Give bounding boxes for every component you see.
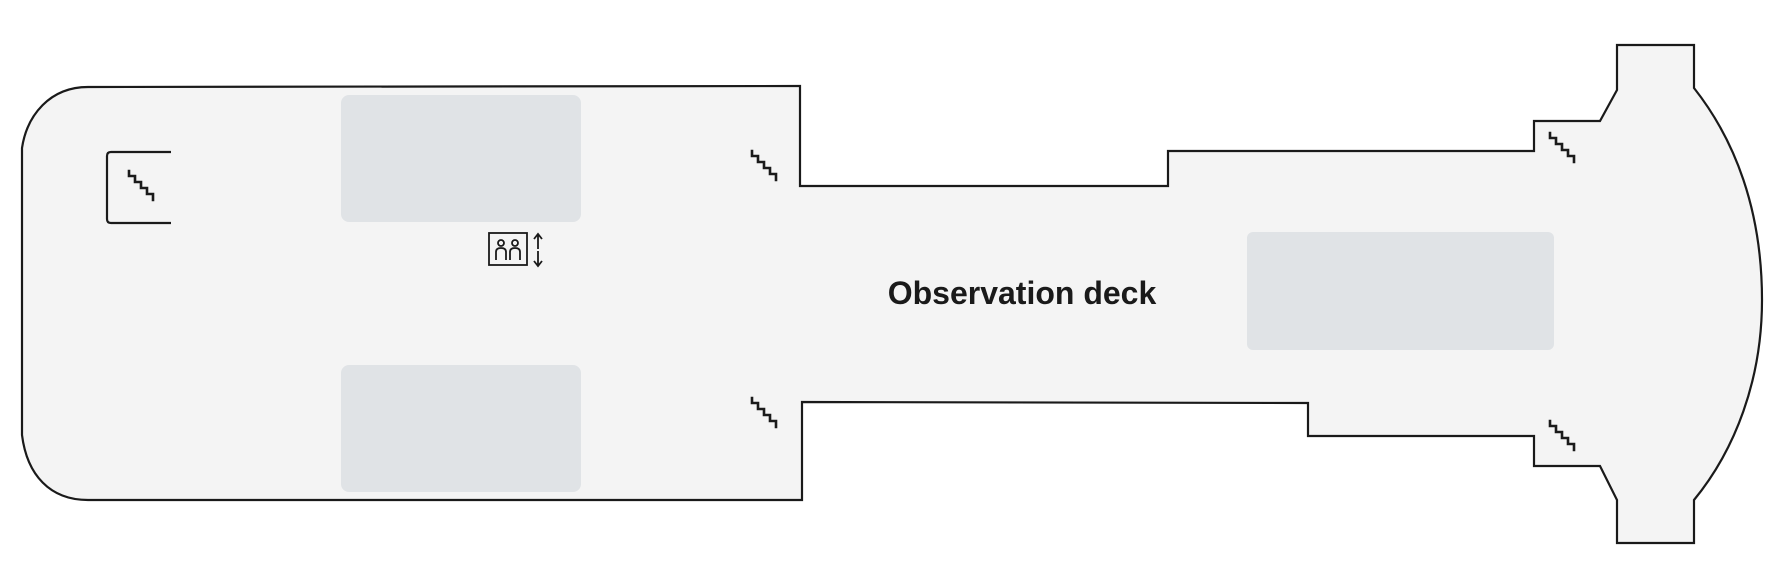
stairs-icon xyxy=(127,169,155,202)
elevator-icon xyxy=(488,232,543,268)
area-label: Observation deck xyxy=(888,275,1157,311)
stairs-icon xyxy=(750,149,778,182)
room-block-right xyxy=(1247,232,1554,350)
room-block-top-left xyxy=(341,95,581,222)
room-block-bottom-left xyxy=(341,365,581,492)
stairs-icon xyxy=(1548,419,1576,452)
stair-enclosure xyxy=(105,150,171,225)
stairs-icon xyxy=(1548,131,1576,164)
stairs-icon xyxy=(750,396,778,429)
